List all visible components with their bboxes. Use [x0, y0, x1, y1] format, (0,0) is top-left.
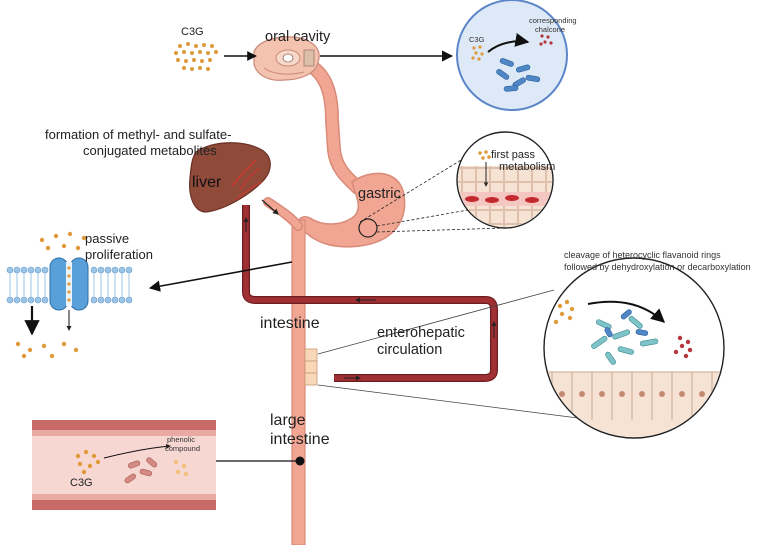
c3g-top-label: C3G [181, 26, 204, 38]
intestine-label: intestine [260, 315, 320, 332]
c3g-cluster-top [174, 42, 218, 71]
oral-cavity-label: oral cavity [265, 29, 331, 45]
liver-label: liver [192, 174, 222, 191]
first-pass-label-1: first pass [491, 149, 536, 161]
passive-label-2: proliferation [85, 247, 153, 262]
cleavage-label-1: cleavage of heterocyclic flavanoid rings [564, 250, 721, 260]
stomach-focus-circle [358, 218, 378, 238]
phenolic-label-1: phenolic [167, 435, 195, 444]
arrow-liver-to-intestine [261, 199, 279, 215]
membrane-illustration [6, 231, 136, 359]
gastric-label: gastric [358, 186, 401, 202]
oral-inset-circle [456, 0, 568, 111]
large-intestine-label-2: intestine [270, 431, 330, 448]
passive-label-1: passive [85, 231, 130, 246]
colon-microbiota-inset [543, 257, 725, 439]
large-intestine-marker [295, 456, 305, 466]
enterohepatic-label-1: enterohepatic [377, 325, 465, 341]
first-pass-inset [456, 131, 554, 229]
first-pass-label-2: metabolism [499, 161, 556, 173]
liver-metabolites-label-1: formation of methyl- and sulfate- [45, 127, 232, 142]
oral-cavity-illustration [253, 36, 320, 81]
inset-oral-product-label-1: corresponding [529, 16, 577, 25]
arrow-intestine-to-membrane [148, 261, 293, 292]
c3g-bottom-label: C3G [70, 477, 93, 489]
liver-illustration [189, 142, 271, 213]
enterohepatic-label-2: circulation [377, 342, 443, 358]
inset-oral-c3g-label: C3G [469, 35, 485, 44]
cleavage-label-2: followed by dehydroxylation or decarboxy… [564, 262, 751, 272]
phenolic-label-2: compound [165, 444, 201, 453]
inset-oral-product-label-2: chalcone [535, 25, 566, 34]
liver-metabolites-label-2: conjugated metabolites [83, 143, 217, 158]
large-intestine-label-1: large [270, 412, 306, 429]
large-intestine-inset [32, 420, 216, 510]
